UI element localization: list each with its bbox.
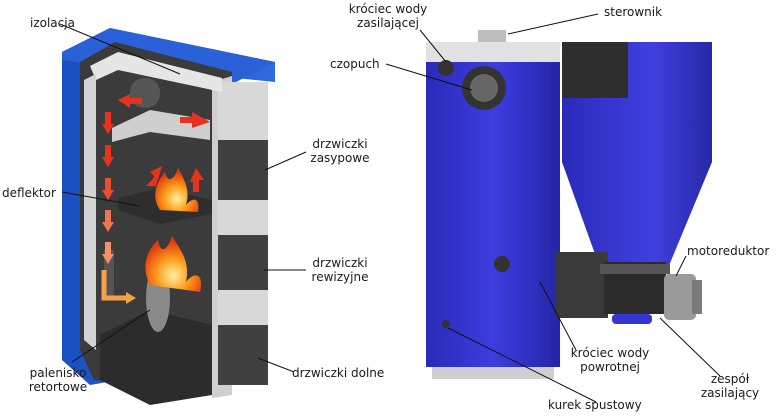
leader-krociec-powrotnej: [539, 281, 577, 351]
arrow-upper-left: [150, 166, 162, 180]
label-krociec-powrotnej: króciec wody powrotnej: [560, 346, 660, 374]
casing-top: [62, 28, 275, 82]
leader-lines-left: [59, 23, 307, 373]
label-palenisko-line1: palenisko: [29, 366, 87, 380]
supply-pipe: [438, 60, 454, 76]
flame-upper: [155, 168, 199, 212]
leader-motoreduktor: [675, 255, 687, 277]
front-panel-upper: [218, 140, 268, 200]
motor-end: [692, 280, 702, 314]
leader-dolne: [257, 357, 295, 373]
leader-krociec-zasilajacej: [419, 29, 447, 63]
label-krociec-powrotnej-line1: króciec wody: [570, 346, 650, 360]
label-drzwiczki-zasypowe: drzwiczki zasypowe: [300, 137, 380, 165]
flame-lower: [145, 236, 202, 292]
arrow-down-2: [102, 145, 114, 167]
insulation-top: [90, 52, 222, 92]
return-pipe: [494, 256, 510, 272]
arrow-down-5: [102, 242, 114, 264]
label-zespol-line2: zasilający: [700, 386, 760, 400]
insulation-left: [84, 74, 96, 350]
arrow-bottom-head: [126, 292, 136, 304]
label-drzwiczki-dolne: drzwiczki dolne: [292, 366, 385, 380]
leader-zespol: [659, 317, 721, 377]
label-zespol-line1: zespół: [710, 372, 750, 386]
label-zasypowe-line1: drzwiczki: [312, 137, 368, 151]
front-panel-middle: [218, 235, 268, 290]
front-insulation-1: [218, 200, 268, 235]
label-zasypowe-line2: zasypowe: [310, 151, 370, 165]
label-zespol: zespół zasilający: [690, 372, 770, 400]
arrow-down-3: [102, 178, 114, 200]
drain-valve: [442, 320, 450, 328]
arrow-bottom-path: [101, 270, 130, 301]
label-czopuch: czopuch: [330, 57, 380, 71]
front-insulation-top: [218, 82, 268, 140]
label-drzwiczki-rewizyjne: drzwiczki rewizyjne: [300, 256, 380, 284]
front-insulation-2: [218, 290, 268, 325]
label-krociec-zasilajacej-line1: króciec wody: [348, 2, 428, 16]
leader-deflektor: [61, 191, 141, 207]
label-sterownik: sterownik: [604, 5, 663, 19]
leader-czopuch: [385, 63, 473, 91]
arrow-down-1: [102, 112, 114, 134]
leader-lines-right: [385, 13, 721, 403]
ash-floor: [100, 310, 212, 405]
label-izolacja: izolacja: [30, 16, 75, 30]
leader-sterownik: [507, 13, 599, 35]
front-boiler: [426, 30, 712, 379]
arrow-down-4: [102, 210, 114, 232]
leader-izolacja: [59, 23, 181, 75]
label-deflektor: deflektor: [2, 186, 56, 200]
leader-palenisko: [71, 309, 151, 363]
motor: [664, 274, 696, 320]
leader-zasypowe: [264, 151, 307, 171]
feeder-pipe: [556, 252, 608, 318]
front-panel-lower: [218, 325, 268, 385]
label-rewizyjne-line2: rewizyjne: [311, 270, 369, 284]
label-palenisko-line2: retortowe: [28, 380, 88, 394]
controller-box: [562, 42, 628, 98]
flue-channel: [104, 250, 114, 298]
feeder-flange: [600, 264, 670, 274]
label-krociec-zasilajacej-line2: zasilającej: [357, 16, 419, 30]
arrow-top-right: [118, 94, 142, 108]
label-palenisko: palenisko retortowe: [18, 366, 98, 394]
flue-inner: [470, 74, 498, 102]
boiler-base: [432, 367, 554, 379]
hopper-funnel: [562, 162, 712, 268]
feeder-foot: [612, 314, 652, 324]
boiler-body: [426, 62, 560, 367]
label-rewizyjne-line1: drzwiczki: [312, 256, 368, 270]
arrow-up-left: [146, 170, 160, 186]
arrow-top-left: [180, 112, 210, 128]
label-motoreduktor: motoreduktor: [687, 244, 770, 258]
label-krociec-zasilajacej: króciec wody zasilającej: [338, 2, 438, 30]
leader-kurek: [447, 327, 597, 403]
gas-flow-arrows: [101, 94, 210, 304]
label-krociec-powrotnej-line2: powrotnej: [580, 360, 640, 374]
label-kurek-spustowy: kurek spustowy: [548, 398, 642, 412]
cutaway-boiler: [62, 28, 275, 405]
arrow-up-right: [190, 168, 204, 192]
